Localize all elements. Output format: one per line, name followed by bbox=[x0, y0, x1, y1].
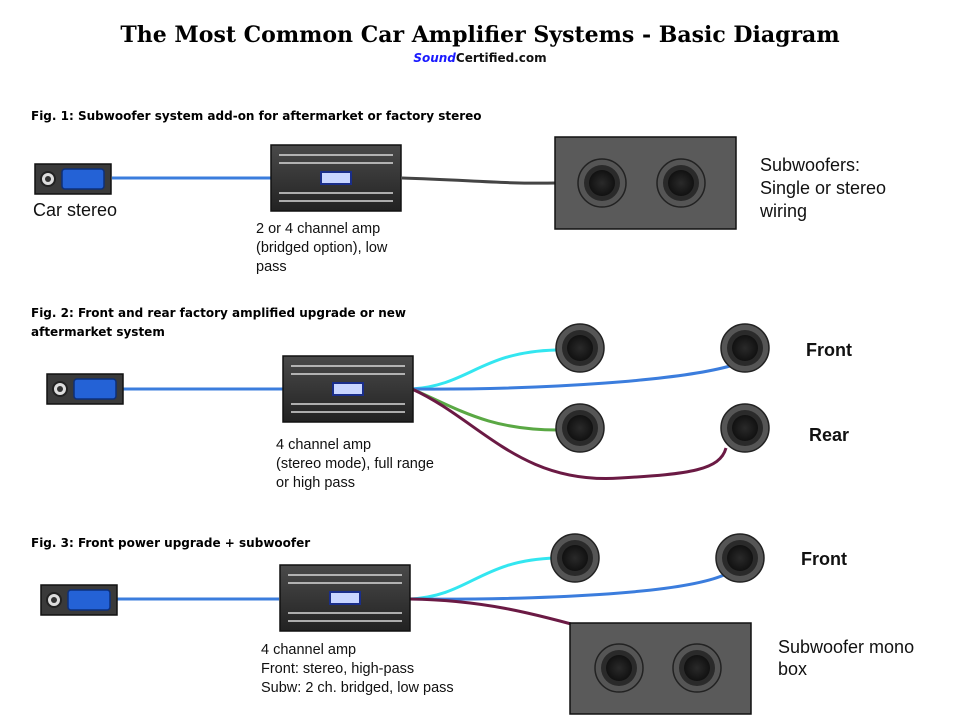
fig1-amp-icon bbox=[270, 144, 402, 212]
fig2-rear-label: Rear bbox=[809, 425, 850, 445]
fig2-front-label: Front bbox=[806, 340, 852, 360]
fig1-speaker-wire bbox=[401, 176, 557, 185]
fig2-diagram bbox=[46, 323, 770, 480]
fig2-wire-front-right bbox=[411, 364, 731, 391]
fig2-wire-rear-right bbox=[411, 387, 728, 480]
fig3-caption: Fig. 3: Front power upgrade + subwoofer bbox=[31, 536, 311, 550]
fig3-wire-front-left bbox=[409, 556, 557, 601]
fig3-amp-label-line: 4 channel amp bbox=[261, 642, 357, 658]
fig3-front-label: Front bbox=[801, 549, 847, 569]
fig2-caption: Fig. 2: Front and rear factory amplified… bbox=[31, 304, 406, 342]
fig2-caption-line: Fig. 2: Front and rear factory amplified… bbox=[31, 306, 406, 320]
fig1-car-stereo-icon bbox=[34, 163, 112, 195]
fig1-subwoofer-box bbox=[554, 136, 737, 230]
fig3-sub-label-line: Subwoofer mono bbox=[778, 637, 915, 657]
fig3-sub-speaker-icon bbox=[594, 643, 644, 693]
brand-part-2: Certified.com bbox=[455, 51, 547, 65]
fig1-amp-label-line: (bridged option), low bbox=[256, 240, 388, 256]
brand-part-1: Sound bbox=[413, 51, 456, 65]
fig1-sub-label-line: Subwoofers: bbox=[760, 155, 861, 175]
fig2-amp-icon bbox=[282, 355, 414, 423]
fig1-sub-speaker-icon bbox=[577, 158, 627, 208]
fig3-front-left-speaker-icon bbox=[550, 533, 600, 583]
fig2-front-right-speaker-icon bbox=[720, 323, 770, 373]
fig3-amp-label: 4 channel amp Front: stereo, high-pass S… bbox=[261, 641, 454, 698]
fig2-wire-front-left bbox=[411, 348, 557, 391]
fig2-amp-label-line: or high pass bbox=[276, 475, 355, 491]
fig2-rear-left-speaker-icon bbox=[555, 403, 605, 453]
fig2-amp-label-line: (stereo mode), full range bbox=[276, 456, 434, 472]
fig1-amp-label: 2 or 4 channel amp (bridged option), low… bbox=[256, 220, 387, 277]
fig2-rear-right-speaker-icon bbox=[720, 403, 770, 453]
fig3-sub-speaker-icon bbox=[672, 643, 722, 693]
fig1-amp-label-line: pass bbox=[256, 259, 287, 275]
fig1-caption: Fig. 1: Subwoofer system add-on for afte… bbox=[31, 109, 482, 123]
fig1-subwoofer-label: Subwoofers: Single or stereo wiring bbox=[760, 154, 886, 223]
fig3-diagram bbox=[40, 533, 765, 715]
fig2-caption-line: aftermarket system bbox=[31, 325, 165, 339]
fig2-front-left-speaker-icon bbox=[555, 323, 605, 373]
fig3-wire-front-right bbox=[409, 573, 725, 601]
fig3-amp-label-line: Front: stereo, high-pass bbox=[261, 661, 415, 677]
fig1-amp-label-line: 2 or 4 channel amp bbox=[256, 221, 381, 237]
fig2-amp-label-line: 4 channel amp bbox=[276, 437, 372, 453]
fig1-diagram bbox=[34, 136, 737, 230]
fig3-subwoofer-box bbox=[569, 622, 752, 715]
fig1-sub-label-line: Single or stereo bbox=[760, 178, 887, 198]
fig3-amp-icon bbox=[279, 564, 411, 632]
fig2-car-stereo-icon bbox=[46, 373, 124, 405]
fig2-wire-rear-left bbox=[411, 387, 559, 432]
fig3-front-right-speaker-icon bbox=[715, 533, 765, 583]
fig2-amp-label: 4 channel amp (stereo mode), full range … bbox=[276, 436, 434, 493]
fig1-car-stereo-label: Car stereo bbox=[33, 200, 118, 220]
fig3-sub-label-line: box bbox=[778, 659, 808, 679]
fig3-subwoofer-label: Subwoofer mono box bbox=[778, 636, 914, 680]
fig1-sub-label-line: wiring bbox=[760, 201, 808, 221]
page-title: The Most Common Car Amplifier Systems - … bbox=[120, 22, 840, 48]
brand-logo: SoundCertified.com bbox=[0, 51, 960, 65]
fig1-sub-speaker-icon bbox=[656, 158, 706, 208]
fig3-amp-label-line: Subw: 2 ch. bridged, low pass bbox=[261, 680, 454, 696]
fig3-car-stereo-icon bbox=[40, 584, 118, 616]
